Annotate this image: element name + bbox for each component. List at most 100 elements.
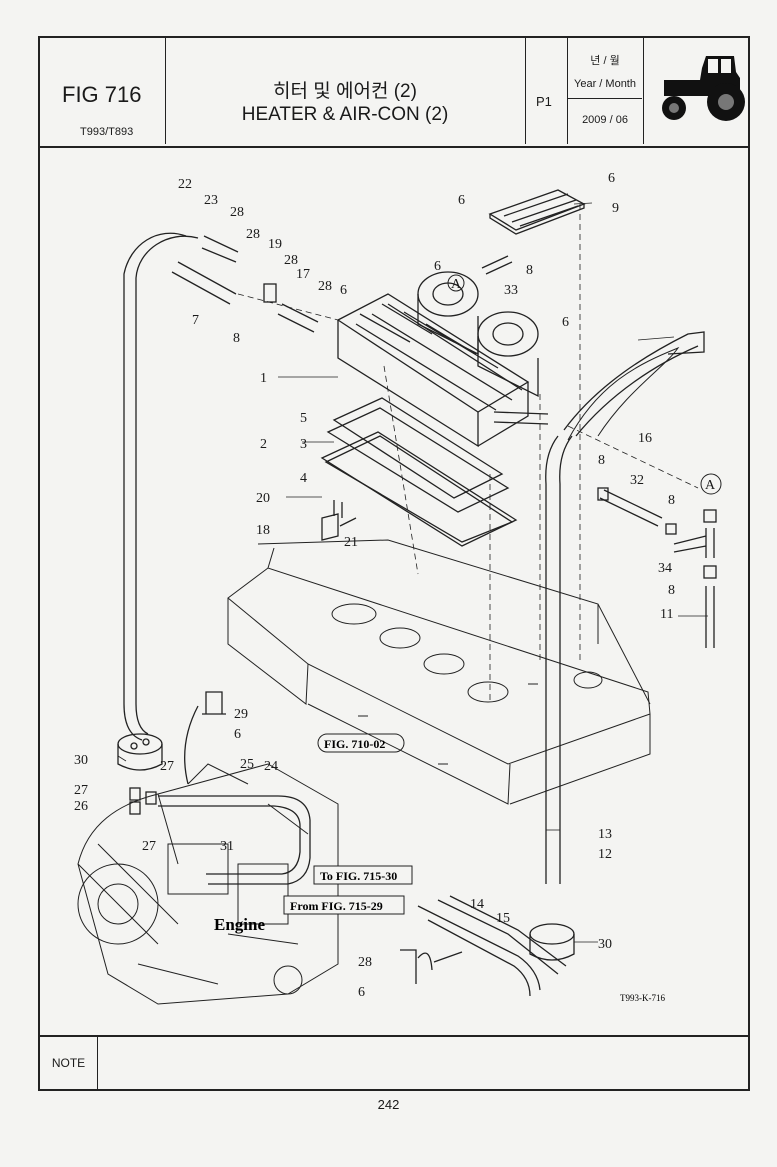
callout-34: 34 (658, 561, 672, 576)
callout-21: 21 (344, 535, 358, 550)
callout-15: 15 (496, 911, 510, 926)
clamp-8b (665, 523, 677, 535)
page-number: 242 (377, 1097, 400, 1112)
callout-8a: 8 (233, 331, 240, 346)
callout-26: 26 (74, 799, 88, 814)
clamp-8a (597, 487, 609, 501)
nut-8c (703, 509, 717, 523)
hose-16 (563, 331, 705, 431)
header-block: FIG 716 T993/T893 히터 및 에어컨 (2) HEATER & … (40, 38, 748, 148)
callout-11: 11 (660, 607, 673, 622)
callout-2: 2 (260, 437, 267, 452)
hose-14 (417, 905, 541, 997)
hose-22b (135, 235, 199, 735)
evaporator-housing-1 (336, 293, 530, 448)
clamp-28 (400, 949, 433, 984)
callout-6a: 6 (340, 283, 347, 298)
date-value: 2009 / 06 (582, 114, 628, 126)
callout-28c: 28 (284, 253, 298, 268)
model-code: T993/T893 (80, 126, 134, 138)
callout-22: 22 (178, 177, 192, 192)
fitting-27 (145, 791, 157, 805)
line-12 (559, 435, 573, 884)
hose-22 (123, 232, 187, 741)
fig-cell: FIG 716 T993/T893 (40, 38, 166, 144)
parts-diagram: A A 22 23 28 28 19 28 17 28 7 8 6 6 6 9 … (74, 171, 722, 1005)
pipe-32 (599, 489, 663, 527)
pipe-33 (481, 255, 513, 275)
fig-number: FIG 716 (62, 82, 142, 107)
hose-7 (171, 261, 237, 305)
clip-21 (339, 517, 357, 527)
callout-30a: 30 (74, 753, 88, 768)
callout-6b: 6 (458, 193, 465, 208)
engine-label: Engine (214, 915, 265, 934)
callout-14: 14 (470, 897, 484, 912)
hose-25 (158, 805, 301, 875)
cab-frame (227, 539, 651, 805)
callout-3: 3 (300, 437, 307, 452)
callout-8d: 8 (668, 493, 675, 508)
callout-27c: 27 (142, 839, 156, 854)
pipe-11 (705, 586, 715, 648)
callout-29: 29 (234, 707, 248, 722)
filter-cover-9 (488, 189, 586, 235)
arrow-29 (184, 705, 199, 785)
callout-16: 16 (638, 431, 652, 446)
hose-23 (203, 235, 239, 253)
note-row: NOTE (40, 1035, 748, 1089)
callout-20: 20 (256, 491, 270, 506)
callout-5: 5 (300, 411, 307, 426)
title-korean: 히터 및 에어컨 (2) (273, 81, 417, 102)
callout-28b: 28 (246, 227, 260, 242)
callout-4: 4 (300, 471, 307, 486)
ref-a-label-2: A (705, 478, 716, 493)
callout-1: 1 (260, 371, 267, 386)
page-code: P1 (536, 94, 552, 109)
page-frame: FIG 716 T993/T893 히터 및 에어컨 (2) HEATER & … (38, 36, 750, 1091)
hose-23b (201, 247, 237, 263)
callouts: 22 23 28 28 19 28 17 28 7 8 6 6 6 9 6 8 … (74, 171, 675, 1000)
hose-24 (158, 795, 311, 885)
callout-8b: 8 (526, 263, 533, 278)
callout-33: 33 (504, 283, 518, 298)
blower-right (477, 311, 539, 398)
title-english: HEATER & AIR-CON (2) (241, 104, 449, 125)
fitting-26b (129, 801, 141, 815)
callout-8c: 8 (598, 453, 605, 468)
callout-19: 19 (268, 237, 282, 252)
callout-27a: 27 (160, 759, 174, 774)
pipe-17 (277, 303, 319, 333)
callout-13: 13 (598, 827, 612, 842)
callout-28a: 28 (230, 205, 244, 220)
callout-6f: 6 (234, 727, 241, 742)
page-code-cell: P1 (526, 38, 568, 144)
gasket-5 (332, 397, 504, 499)
callout-18: 18 (256, 523, 270, 538)
callout-9: 9 (612, 201, 619, 216)
callout-7: 7 (192, 313, 199, 328)
callout-6e: 6 (562, 315, 569, 330)
nut-8d (703, 565, 717, 579)
bolt-20 (333, 500, 343, 518)
callout-31: 31 (220, 839, 234, 854)
callout-24: 24 (264, 759, 278, 774)
date-label-korean: 년 / 월 (590, 55, 620, 67)
callout-25: 25 (240, 757, 254, 772)
union-19 (263, 283, 277, 303)
callout-23: 23 (204, 193, 218, 208)
callout-17: 17 (296, 267, 310, 282)
callout-6g: 6 (358, 985, 365, 1000)
grommet-30-right (529, 923, 575, 961)
note-label: NOTE (40, 1037, 98, 1089)
fitting-26a (129, 787, 141, 801)
line-13 (545, 435, 559, 884)
to-fig-label: To FIG. 715-30 (320, 869, 397, 883)
title-cell: 히터 및 에어컨 (2) HEATER & AIR-CON (2) (166, 38, 526, 144)
mount-29 (202, 691, 226, 715)
callout-12: 12 (598, 847, 612, 862)
callout-6c: 6 (608, 171, 615, 186)
bracket-18 (321, 513, 339, 541)
callout-6d: 6 (434, 259, 441, 274)
callout-28d: 28 (318, 279, 332, 294)
